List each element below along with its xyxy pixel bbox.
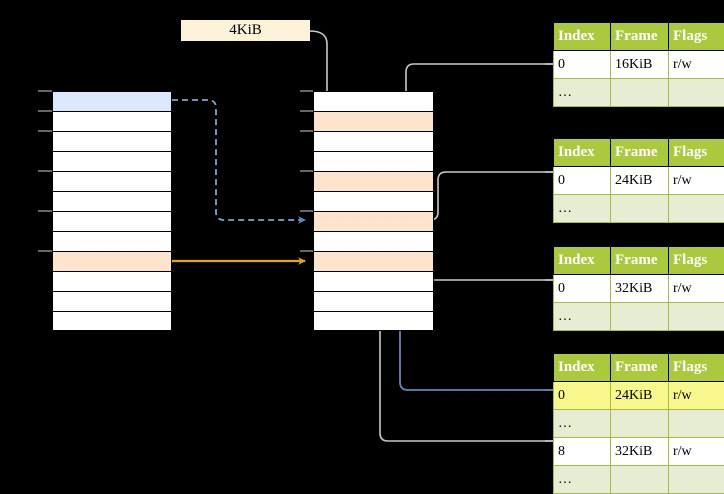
cell-frame: 32KiB bbox=[611, 438, 669, 466]
column-header-frame: Frame bbox=[611, 354, 669, 382]
table-row: … bbox=[554, 466, 724, 494]
column-header-index: Index bbox=[554, 23, 611, 51]
cell-flags bbox=[669, 195, 724, 223]
cell-flags: r/w bbox=[669, 382, 724, 410]
virtual-address-space-column bbox=[52, 91, 172, 331]
cell-flags: r/w bbox=[669, 167, 724, 195]
column-header-frame: Frame bbox=[611, 139, 669, 167]
column-header-flags: Flags bbox=[669, 354, 724, 382]
virtual-page-cell-9 bbox=[52, 271, 172, 291]
cell-frame bbox=[611, 466, 669, 494]
cell-index: … bbox=[554, 195, 611, 223]
physical-memory-column bbox=[313, 91, 434, 331]
wire-table3-to-mem bbox=[422, 268, 553, 280]
table-row: … bbox=[554, 195, 724, 223]
virtual-page-cell-7 bbox=[52, 231, 172, 251]
physical-frame-cell-7 bbox=[313, 231, 434, 251]
physical-frame-cell-5 bbox=[313, 191, 434, 211]
column-header-flags: Flags bbox=[669, 23, 724, 51]
cell-flags: r/w bbox=[669, 438, 724, 466]
cell-index: … bbox=[554, 410, 611, 438]
cell-index: 0 bbox=[554, 167, 611, 195]
cell-index: … bbox=[554, 79, 611, 107]
table-left-stubs bbox=[545, 64, 553, 441]
cell-index: … bbox=[554, 303, 611, 331]
virtual-page-cell-11 bbox=[52, 311, 172, 331]
virtual-page-cell-8 bbox=[52, 251, 172, 271]
cell-flags bbox=[669, 410, 724, 438]
column-header-frame: Frame bbox=[611, 247, 669, 275]
virtual-page-cell-10 bbox=[52, 291, 172, 311]
column-header-index: Index bbox=[554, 139, 611, 167]
cell-frame: 16KiB bbox=[611, 51, 669, 79]
physical-frame-cell-2 bbox=[313, 131, 434, 151]
column-header-frame: Frame bbox=[611, 23, 669, 51]
wire-table2-to-mem bbox=[424, 172, 553, 220]
cell-frame bbox=[611, 303, 669, 331]
column-header-index: Index bbox=[554, 247, 611, 275]
physical-frame-cell-11 bbox=[313, 311, 434, 331]
cell-frame bbox=[611, 79, 669, 107]
virtual-page-cell-4 bbox=[52, 171, 172, 191]
cell-flags: r/w bbox=[669, 275, 724, 303]
physical-frame-cell-1 bbox=[313, 111, 434, 131]
cell-index: 0 bbox=[554, 51, 611, 79]
cell-frame: 24KiB bbox=[611, 382, 669, 410]
cell-flags: r/w bbox=[669, 51, 724, 79]
wire-blue-dashed bbox=[172, 100, 305, 220]
page-size-label: 4KiB bbox=[181, 20, 310, 41]
physical-frame-cell-4 bbox=[313, 171, 434, 191]
cell-frame bbox=[611, 195, 669, 223]
column-header-flags: Flags bbox=[669, 247, 724, 275]
cell-index: 0 bbox=[554, 382, 611, 410]
physical-frame-cell-6 bbox=[313, 211, 434, 231]
cell-index: 0 bbox=[554, 275, 611, 303]
physical-frame-cell-10 bbox=[313, 291, 434, 311]
physical-frame-cell-3 bbox=[313, 151, 434, 171]
virtual-page-cell-6 bbox=[52, 211, 172, 231]
table-row: … bbox=[554, 303, 724, 331]
cell-index: 8 bbox=[554, 438, 611, 466]
virtual-page-cell-0 bbox=[52, 91, 172, 111]
cell-frame bbox=[611, 410, 669, 438]
column-header-flags: Flags bbox=[669, 139, 724, 167]
middle-column-ticks bbox=[300, 91, 313, 251]
column-header-index: Index bbox=[554, 354, 611, 382]
physical-frame-cell-8 bbox=[313, 251, 434, 271]
table-row: … bbox=[554, 410, 724, 438]
virtual-page-cell-5 bbox=[52, 191, 172, 211]
physical-frame-cell-0 bbox=[313, 91, 434, 111]
table-row: … bbox=[554, 79, 724, 107]
cell-flags bbox=[669, 466, 724, 494]
cell-flags bbox=[669, 79, 724, 107]
cell-frame: 32KiB bbox=[611, 275, 669, 303]
left-column-ticks bbox=[38, 91, 52, 251]
cell-flags bbox=[669, 303, 724, 331]
cell-index: … bbox=[554, 466, 611, 494]
physical-frame-cell-9 bbox=[313, 271, 434, 291]
cell-frame: 24KiB bbox=[611, 167, 669, 195]
virtual-page-cell-3 bbox=[52, 151, 172, 171]
virtual-page-cell-2 bbox=[52, 131, 172, 151]
virtual-page-cell-1 bbox=[52, 111, 172, 131]
